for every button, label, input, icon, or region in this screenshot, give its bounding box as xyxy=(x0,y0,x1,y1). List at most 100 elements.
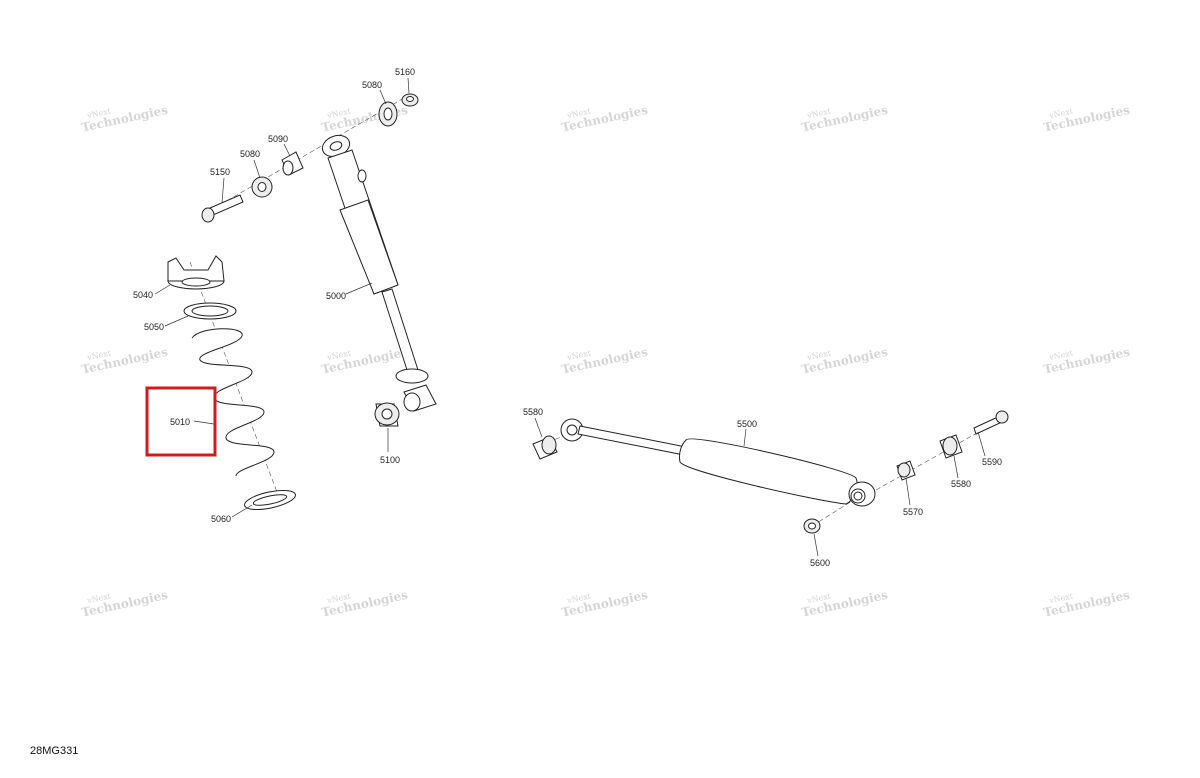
bolt-5150-head xyxy=(201,207,215,223)
svg-text:Technologies: Technologies xyxy=(560,103,649,135)
leader-5580-right xyxy=(953,455,959,479)
svg-text:Technologies: Technologies xyxy=(560,345,649,377)
callout-5570: 5570 xyxy=(903,507,923,517)
nut-5600[interactable] xyxy=(803,518,821,534)
ring-5060[interactable] xyxy=(243,487,297,513)
nut-5600-hole xyxy=(808,522,816,530)
bushing-5080-top[interactable] xyxy=(378,101,398,127)
callout-5010: 5010 xyxy=(170,417,190,427)
bushing-5580-left[interactable] xyxy=(532,435,558,460)
bolt-5590-head xyxy=(995,410,1009,424)
callout-5580-left: 5580 xyxy=(523,407,543,417)
leader-5590 xyxy=(977,431,986,457)
sleeve-5090-end xyxy=(282,160,294,176)
bolt-5590[interactable] xyxy=(973,410,1009,435)
leader-5500 xyxy=(743,428,747,447)
bushing-5080-top-hole xyxy=(383,107,393,121)
leader-5060 xyxy=(231,504,253,518)
shock-bottom-eye-hole xyxy=(403,392,421,412)
nut-5160-hole xyxy=(406,96,414,102)
sleeve-5570-end xyxy=(897,462,911,478)
spring-seat-5040-upper xyxy=(167,255,225,282)
nut-axis-line xyxy=(811,495,861,527)
callout-5160: 5160 xyxy=(395,67,415,77)
damper-left-eye-hole xyxy=(566,424,578,436)
nut-5160[interactable] xyxy=(401,93,419,107)
bushing-5100[interactable] xyxy=(374,402,400,427)
watermark: vNext Technologies xyxy=(1042,103,1131,135)
callout-5080-top: 5080 xyxy=(362,80,382,90)
sleeve-5570[interactable] xyxy=(896,460,916,481)
callout-5500: 5500 xyxy=(737,419,757,429)
watermark: vNext Technologies xyxy=(80,588,169,620)
leader-5600 xyxy=(813,533,819,557)
highlight-box-5010[interactable] xyxy=(145,386,217,457)
callout-5150: 5150 xyxy=(210,167,230,177)
callout-5580-right: 5580 xyxy=(951,479,971,489)
callout-5590: 5590 xyxy=(982,457,1002,467)
figure-id: 28MG331 xyxy=(30,745,78,757)
damper-body xyxy=(679,438,858,505)
washer-5050[interactable] xyxy=(183,302,237,320)
svg-text:Technologies: Technologies xyxy=(80,345,169,377)
callout-5100: 5100 xyxy=(380,455,400,465)
watermark: vNext Technologies xyxy=(560,345,649,377)
spring-seat-5040[interactable] xyxy=(167,255,225,290)
callout-5060: 5060 xyxy=(211,514,231,524)
watermark: vNext Technologies xyxy=(1042,345,1131,377)
leader-5090 xyxy=(283,143,291,157)
svg-text:Technologies: Technologies xyxy=(320,588,409,620)
svg-text:Technologies: Technologies xyxy=(1042,103,1131,135)
steering-damper-5500[interactable] xyxy=(560,418,876,507)
bushing-5100-hole xyxy=(381,408,393,420)
svg-text:Technologies: Technologies xyxy=(320,345,409,377)
shock-absorber-5000[interactable] xyxy=(319,132,437,412)
shock-rod-collar xyxy=(395,368,429,384)
washer-5050-inner xyxy=(191,305,229,317)
svg-text:Technologies: Technologies xyxy=(80,588,169,620)
leader-5580-left xyxy=(534,417,543,438)
callout-5600: 5600 xyxy=(810,558,830,568)
callout-5040: 5040 xyxy=(133,290,153,300)
svg-text:Technologies: Technologies xyxy=(800,345,889,377)
svg-text:Technologies: Technologies xyxy=(1042,345,1131,377)
watermark: vNext Technologies xyxy=(80,103,169,135)
ring-5060-inner xyxy=(252,494,288,506)
watermark: vNext Technologies xyxy=(560,588,649,620)
leader-5080 xyxy=(253,159,261,179)
callout-5000: 5000 xyxy=(326,291,346,301)
damper-rod xyxy=(577,425,687,456)
watermark: vNext Technologies xyxy=(1042,588,1131,620)
svg-text:Technologies: Technologies xyxy=(1042,588,1131,620)
watermark: vNext Technologies xyxy=(320,345,409,377)
callout-5080: 5080 xyxy=(240,149,260,159)
watermark: vNext Technologies xyxy=(800,345,889,377)
svg-text:Technologies: Technologies xyxy=(800,588,889,620)
leader-5080-top xyxy=(379,89,387,105)
svg-text:Technologies: Technologies xyxy=(560,588,649,620)
leader-5570 xyxy=(905,477,911,506)
bushing-5080-hole xyxy=(257,182,267,192)
leader-5050 xyxy=(164,315,189,327)
watermark: vNext Technologies xyxy=(320,588,409,620)
callout-5050: 5050 xyxy=(144,322,164,332)
bolt-5150[interactable] xyxy=(201,194,244,223)
watermark: vNext Technologies xyxy=(80,345,169,377)
watermark-layer: vNext Technologies vNext Technologies vN… xyxy=(80,103,1131,620)
watermark: vNext Technologies xyxy=(800,588,889,620)
bolt-axis-line xyxy=(205,97,405,214)
callout-5090: 5090 xyxy=(268,134,288,144)
bushing-5080[interactable] xyxy=(251,176,273,198)
shock-top-eye-hole xyxy=(329,141,343,151)
leader-5010 xyxy=(193,420,215,425)
leader-5150 xyxy=(221,177,225,204)
bushing-5580-right-end xyxy=(942,436,958,456)
shock-valve xyxy=(357,169,367,183)
svg-text:Technologies: Technologies xyxy=(80,103,169,135)
sleeve-5090[interactable] xyxy=(281,151,304,176)
bushing-5580-right[interactable] xyxy=(939,434,963,459)
damper-right-eye-hole xyxy=(853,491,863,501)
leader-5040 xyxy=(154,284,171,295)
shock-reservoir-body xyxy=(339,199,399,295)
